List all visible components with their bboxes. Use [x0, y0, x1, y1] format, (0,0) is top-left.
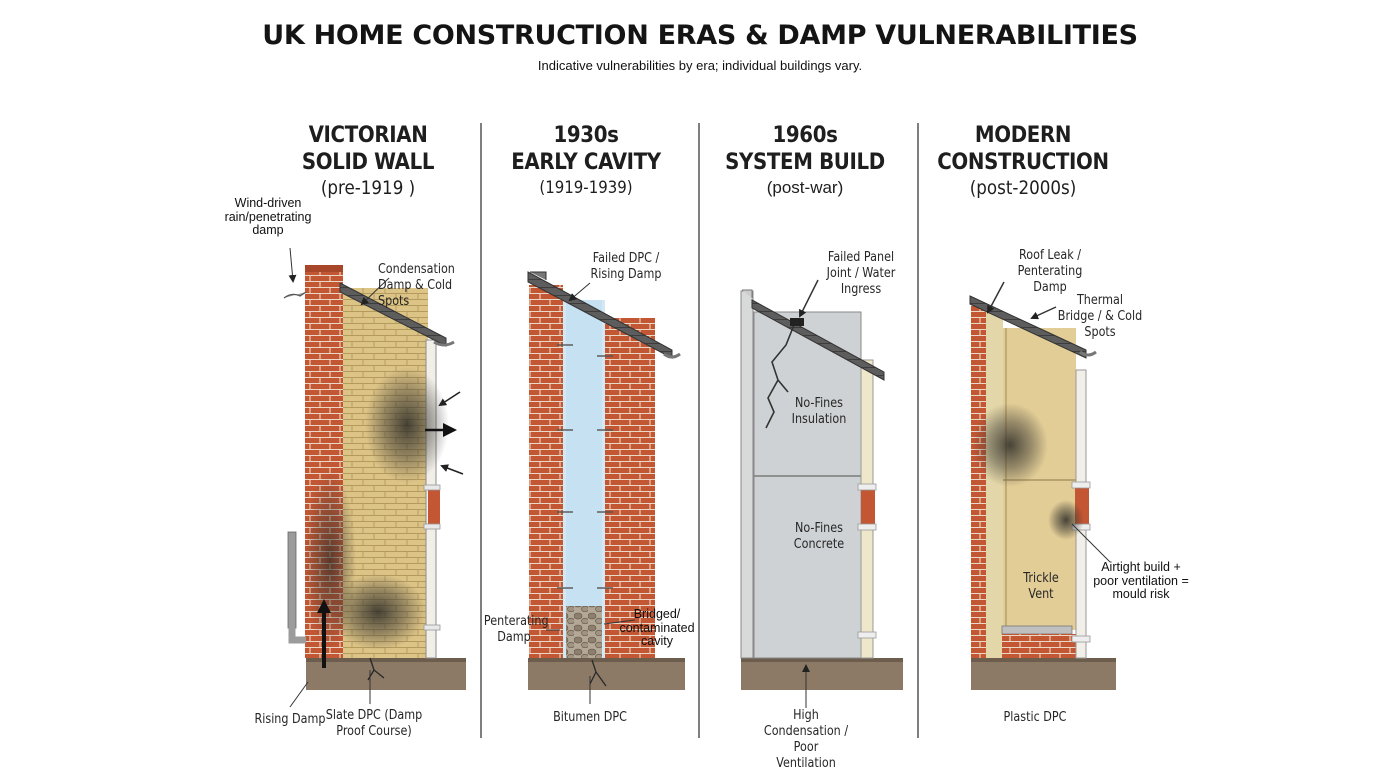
era-line2: SYSTEM BUILD [725, 150, 885, 175]
era-line1: VICTORIAN [308, 123, 428, 148]
era-heading-1960s: 1960s SYSTEM BUILD (post-war) [705, 122, 905, 200]
era-line3: (pre-1919 ) [320, 177, 416, 199]
modern-wall-section [969, 281, 1116, 690]
era-line1: 1930s [553, 123, 619, 148]
column-dividers [480, 123, 919, 738]
era-heading-modern: MODERN CONSTRUCTION (post-2000s) [923, 122, 1123, 200]
label-slate-dpc: Slate DPC (Damp Proof Course) [325, 708, 423, 739]
label-no-fines-insulation: No-Fines Insulation [791, 396, 847, 427]
era-line3: (1919-1939) [539, 178, 633, 198]
label-thermal-bridge: Thermal Bridge / & Cold Spots [1057, 293, 1143, 340]
era-heading-victorian: VICTORIAN SOLID WALL (pre-1919 ) [268, 122, 468, 200]
page-title: UK HOME CONSTRUCTION ERAS & DAMP VULNERA… [262, 20, 1138, 51]
era-line1: MODERN [974, 123, 1072, 148]
era-line2: EARLY CAVITY [511, 150, 661, 175]
1960s-wall-section [740, 279, 903, 708]
label-rising-damp: Rising Damp [254, 712, 326, 727]
label-penetrating-damp: Penterating Damp [483, 614, 549, 645]
label-failed-dpc: Failed DPC / Rising Damp [590, 251, 662, 282]
page-subtitle: Indicative vulnerabilities by era; indiv… [537, 58, 863, 73]
label-failed-panel-joint: Failed Panel Joint / Water Ingress [826, 250, 896, 297]
label-plastic-dpc: Plastic DPC [1003, 710, 1067, 725]
era-line2: CONSTRUCTION [937, 150, 1109, 175]
era-line3: (post-war) [766, 178, 844, 197]
label-bitumen-dpc: Bitumen DPC [553, 710, 627, 725]
1930s-wall-section [527, 271, 685, 704]
era-line2: SOLID WALL [301, 150, 435, 175]
victorian-wall-section [283, 247, 466, 708]
label-bridged-cavity: Bridged/ contaminated cavity [619, 607, 695, 648]
era-line1: 1960s [772, 123, 838, 148]
label-roof-leak: Roof Leak / Penterating Damp [1017, 248, 1083, 295]
label-wind-driven-rain: Wind-driven rain/penetrating damp [224, 196, 312, 237]
label-no-fines-concrete: No-Fines Concrete [793, 521, 845, 552]
label-trickle-vent: Trickle Vent [1023, 571, 1059, 602]
label-high-condensation: High Condensation / Poor Ventilation [763, 708, 849, 771]
era-line3: (post-2000s) [969, 177, 1077, 199]
era-heading-1930s: 1930s EARLY CAVITY (1919-1939) [486, 122, 686, 200]
label-airtight-build: Airtight build + poor ventilation = moul… [1093, 560, 1189, 601]
label-condensation-damp: Condensation Damp & Cold Spots [378, 262, 455, 309]
